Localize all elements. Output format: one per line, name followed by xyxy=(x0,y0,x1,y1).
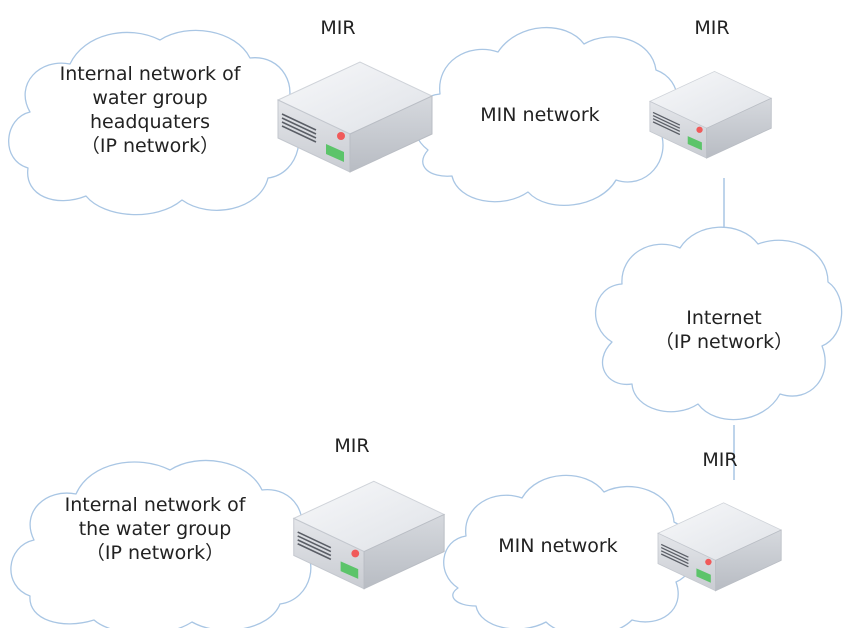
cloud-label-group-network: Internal network of the water group （IP … xyxy=(64,494,246,564)
router-label-top-right: MIR xyxy=(694,17,730,39)
cloud-internet xyxy=(594,226,843,421)
router-label-top-left: MIR xyxy=(320,17,356,39)
router-label-bottom-left: MIR xyxy=(334,435,370,457)
cloud-group-network xyxy=(10,459,312,628)
router-top-left xyxy=(277,61,433,173)
router-bottom-left xyxy=(292,480,445,590)
router-label-bottom-right: MIR xyxy=(702,449,738,471)
cloud-label-internet: Internet （IP network） xyxy=(654,307,794,353)
cloud-label-min-network-bottom: MIN network xyxy=(498,535,618,557)
cloud-label-hq-network: Internal network of water group headquat… xyxy=(59,63,241,157)
cloud-hq-network xyxy=(8,29,300,216)
cloud-label-min-network-top: MIN network xyxy=(480,104,600,126)
